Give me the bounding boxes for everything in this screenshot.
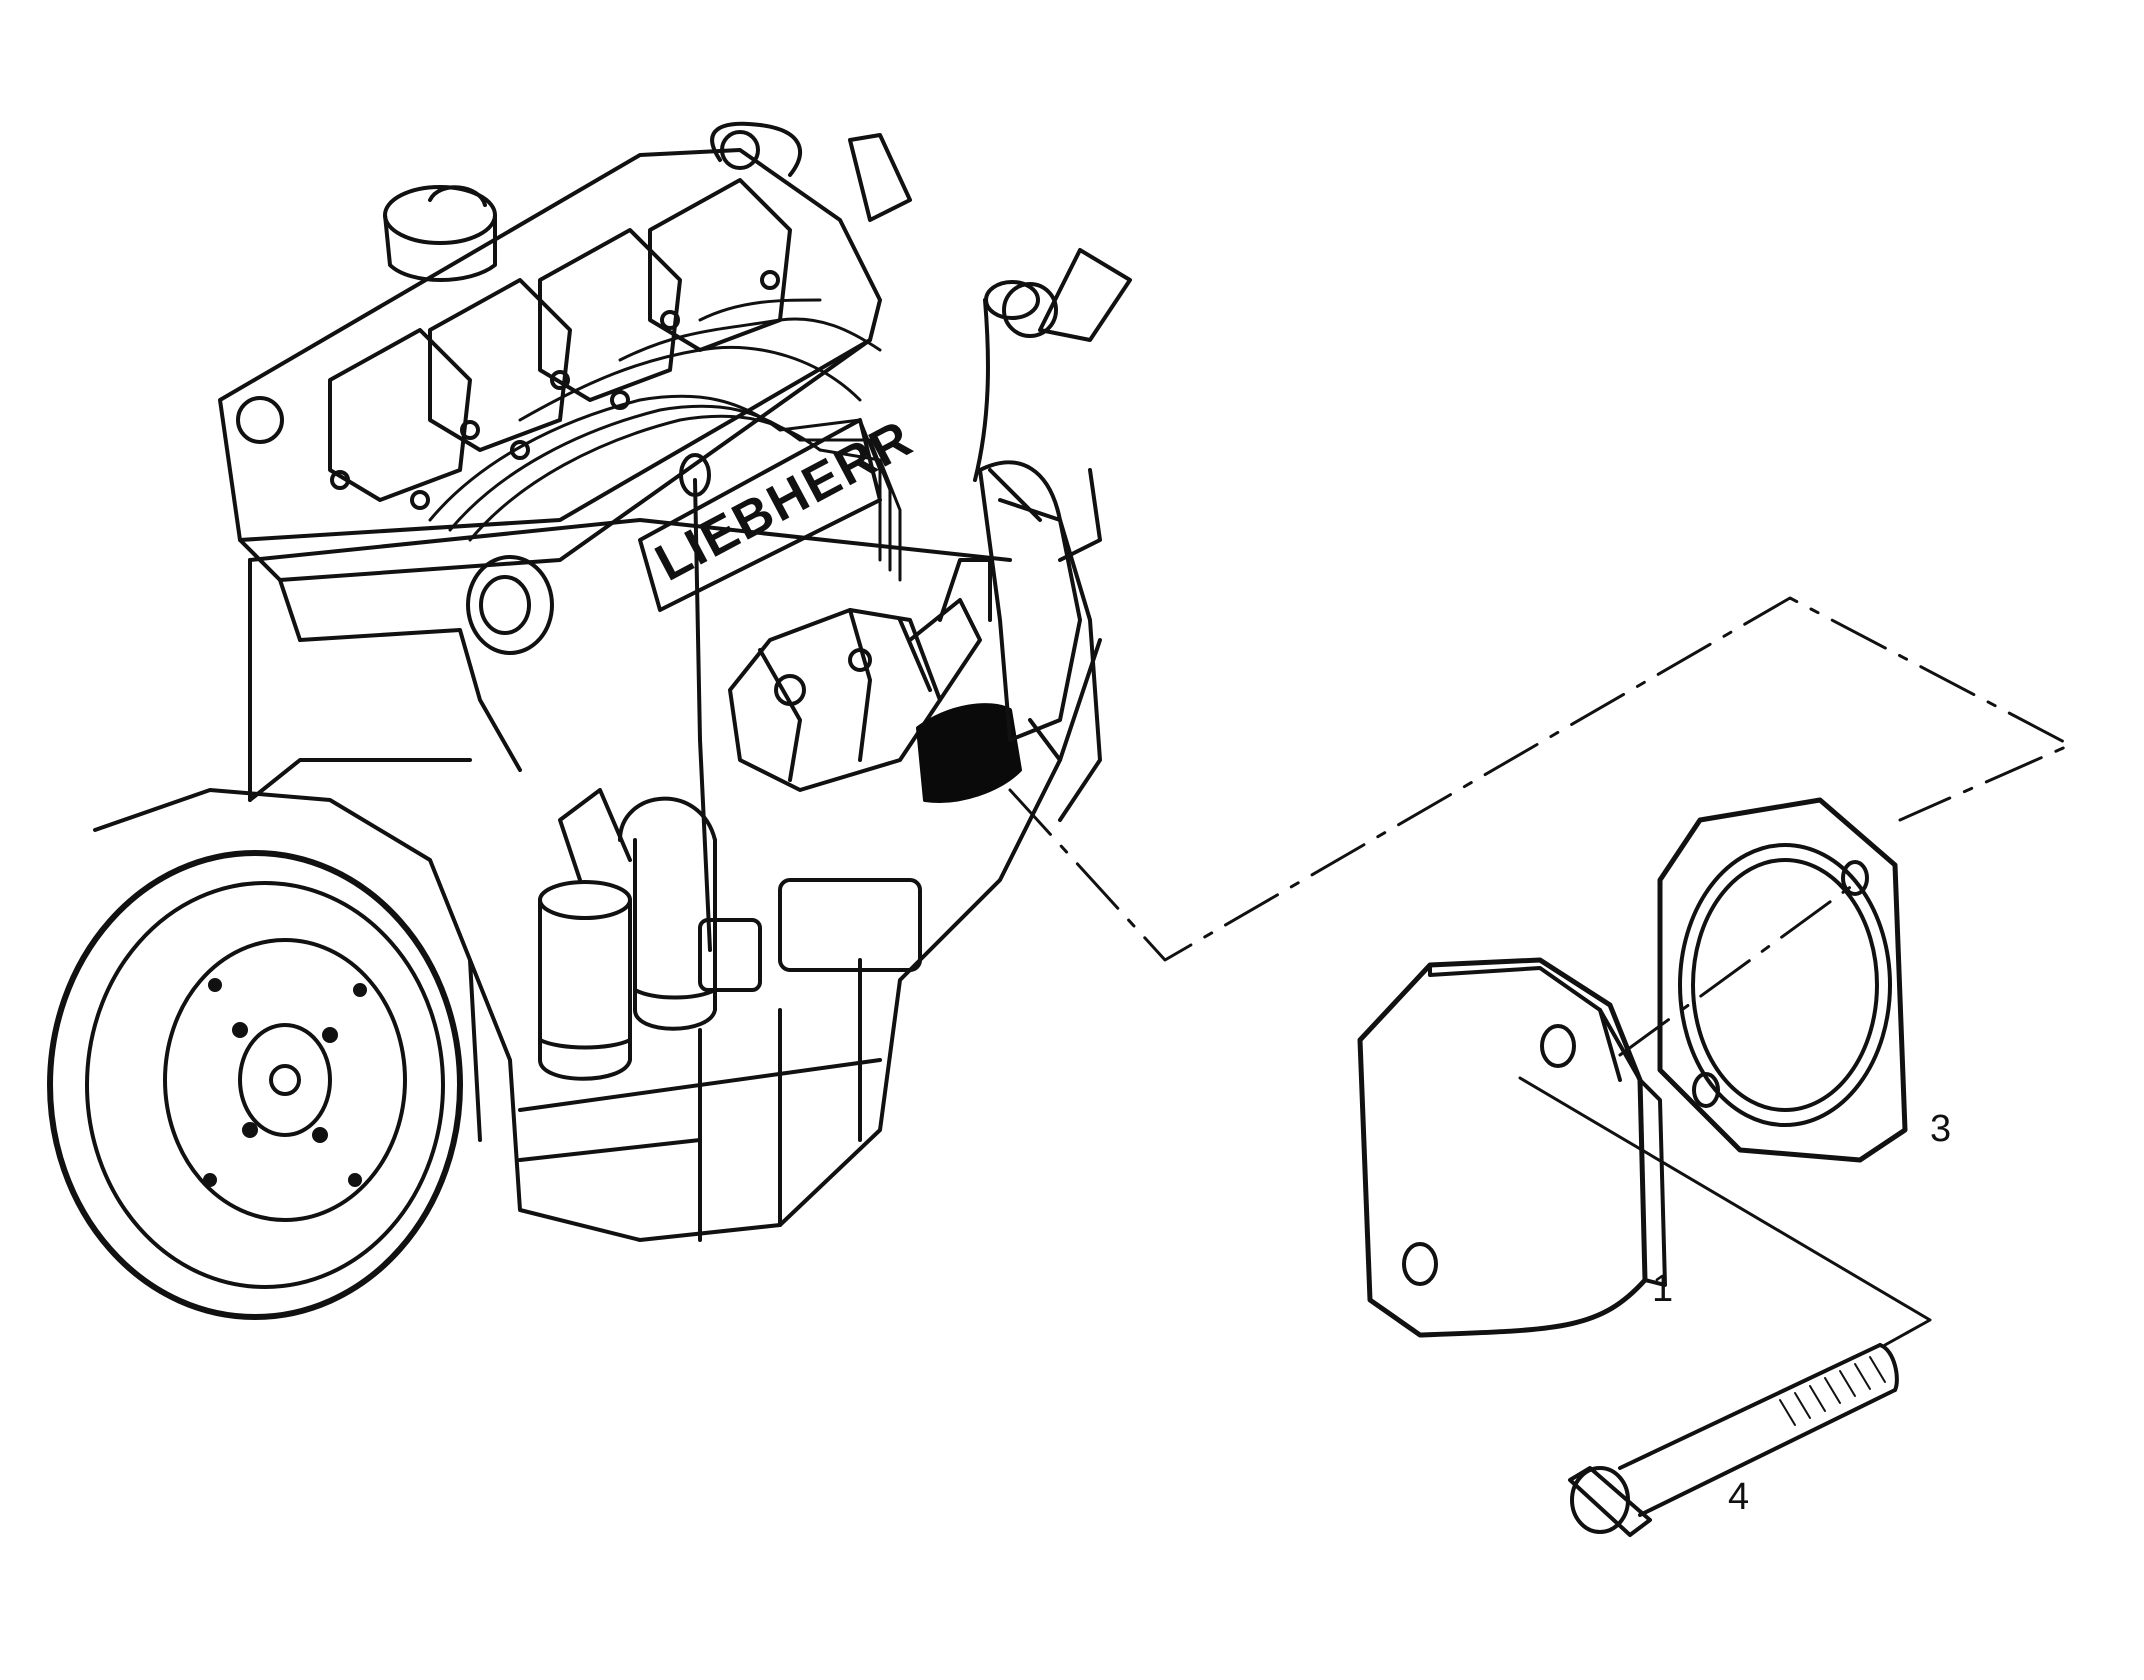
cover-plate xyxy=(1357,957,1667,1338)
engine-assembly: LIEBHERR xyxy=(47,121,1132,1320)
dipstick-tube xyxy=(693,478,712,952)
filler-neck xyxy=(973,298,990,482)
cylinder-head xyxy=(218,121,882,642)
flywheel-housing xyxy=(47,788,482,1320)
gasket xyxy=(1657,797,1908,1163)
round-cover xyxy=(466,555,554,655)
callout-3: 3 xyxy=(1930,1108,1952,1150)
oil-filter xyxy=(538,788,632,1081)
leader-engine-to-cover xyxy=(1008,596,2072,962)
assembly-leaders xyxy=(1008,596,2072,1057)
callout-4: 4 xyxy=(1728,1476,1750,1518)
cover-mount-location xyxy=(916,703,1022,803)
injection-lines xyxy=(428,298,902,582)
leader-cover-to-gasket xyxy=(1618,878,1862,1057)
timing-cover xyxy=(978,460,1082,762)
dipstick-handle xyxy=(679,453,711,497)
cap-screw xyxy=(1568,1343,1899,1537)
oil-filler-cap xyxy=(383,185,497,282)
callout-1: 1 xyxy=(1652,1268,1674,1310)
engine-block xyxy=(248,468,1102,1242)
fuel-filter xyxy=(618,796,717,1031)
injection-pump xyxy=(728,558,992,792)
leader-bolt-axis xyxy=(1518,1076,1932,1347)
fan xyxy=(848,133,1132,562)
